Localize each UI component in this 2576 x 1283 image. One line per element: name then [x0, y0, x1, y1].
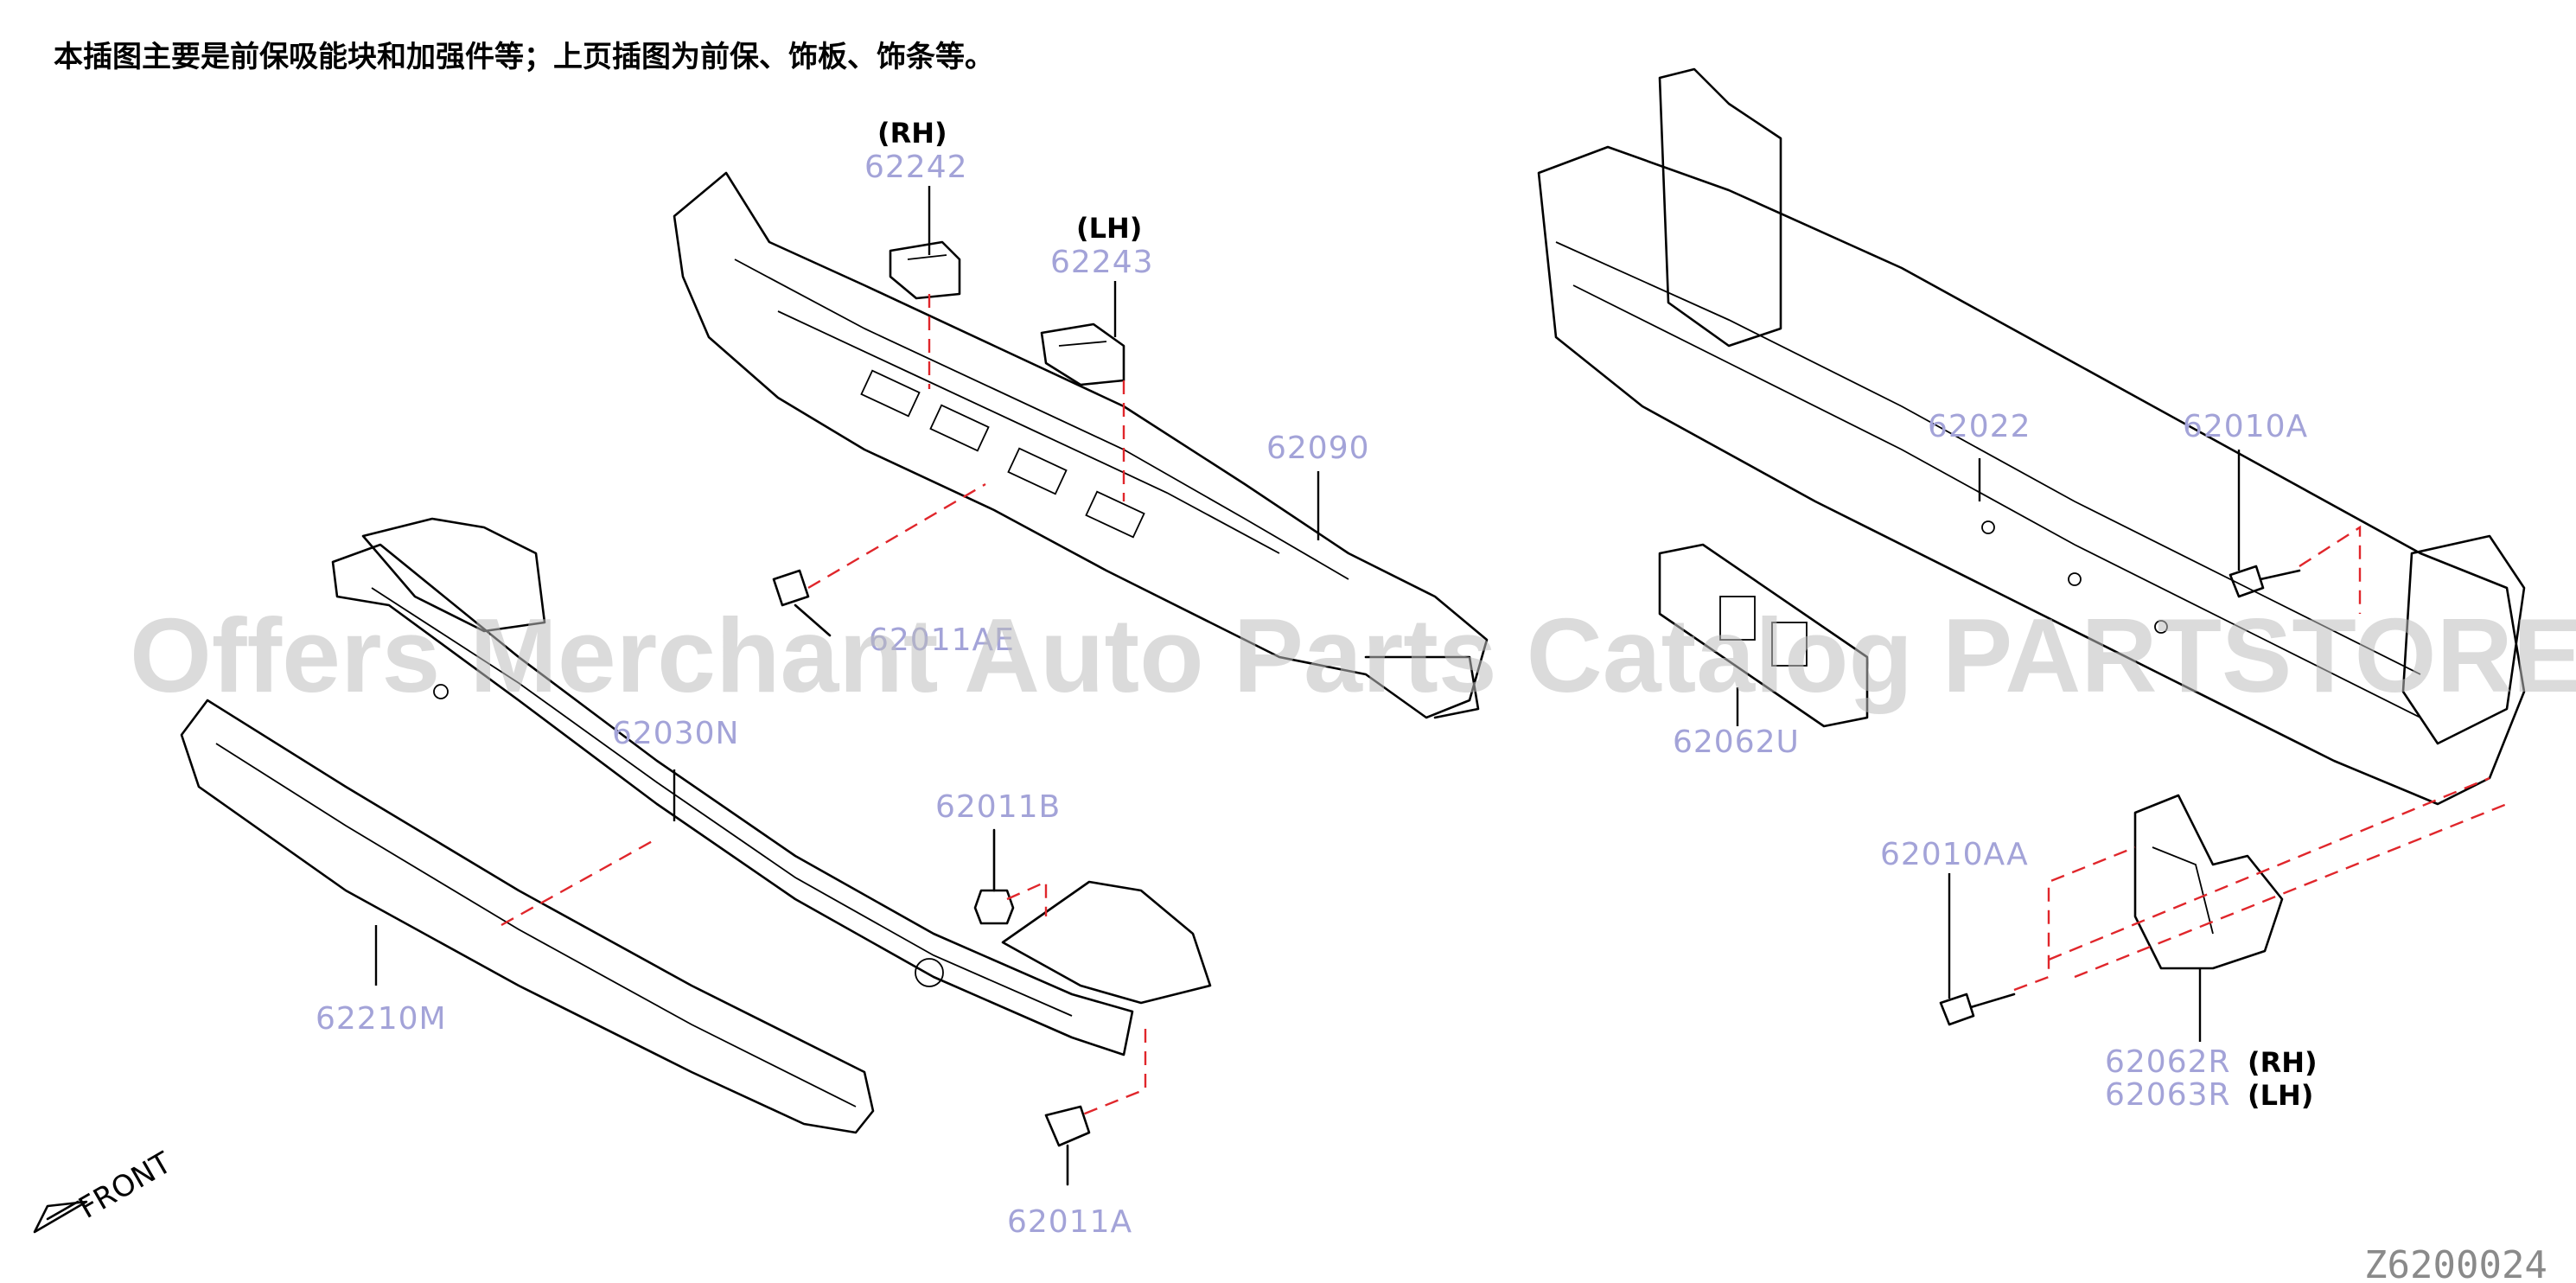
label-62030N[interactable]: 62030N	[612, 716, 739, 751]
bracket-62242[interactable]	[889, 240, 961, 300]
foam-absorber-62210M[interactable]	[180, 699, 875, 1134]
plate-62062U[interactable]	[1658, 543, 1869, 728]
label-62062U[interactable]: 62062U	[1673, 724, 1800, 760]
bolt-62011A[interactable]	[1044, 1105, 1091, 1186]
label-62243[interactable]: 62243	[1050, 245, 1154, 280]
diagram-code: Z6200024	[2364, 1243, 2547, 1283]
energy-absorber-62090[interactable]	[673, 171, 1489, 719]
label-62011AE[interactable]: 62011AE	[869, 622, 1015, 658]
label-62010A[interactable]: 62010A	[2183, 409, 2308, 444]
label-62062R[interactable]: 62062R	[2105, 1044, 2231, 1080]
dashed-guides	[501, 294, 2508, 1117]
front-arrow-icon	[33, 1200, 88, 1234]
label-62063R-side: (LH)	[2248, 1079, 2313, 1112]
label-62090[interactable]: 62090	[1266, 431, 1370, 466]
label-62242[interactable]: 62242	[864, 150, 968, 185]
leader-lines	[374, 186, 2241, 1042]
bolt-62010AA[interactable]	[1939, 993, 2016, 1026]
reinforcement-62022[interactable]	[1537, 67, 2526, 806]
front-label: FRONT	[73, 1146, 178, 1226]
label-62010AA[interactable]: 62010AA	[1880, 837, 2029, 872]
label-62011A[interactable]: 62011A	[1007, 1204, 1132, 1240]
watermark: Offers Merchant Auto Parts Catalog PARTS…	[130, 597, 2576, 714]
bolt-62011AE[interactable]	[772, 569, 832, 637]
bracket-62062R[interactable]	[2133, 794, 2284, 970]
reinforcement-62030N[interactable]	[331, 517, 1212, 1056]
label-62243-side: (LH)	[1076, 212, 1142, 245]
label-62210M[interactable]: 62210M	[316, 1001, 447, 1037]
bolt-62010A[interactable]	[2228, 565, 2301, 598]
label-62063R[interactable]: 62063R	[2105, 1077, 2231, 1113]
label-62242-side: (RH)	[877, 117, 947, 150]
label-62022[interactable]: 62022	[1928, 409, 2031, 444]
label-62062R-side: (RH)	[2248, 1046, 2318, 1079]
bracket-62243[interactable]	[1040, 322, 1125, 386]
diagram-heading: 本插图主要是前保吸能块和加强件等；上页插图为前保、饰板、饰条等。	[54, 40, 994, 74]
nut-62011B[interactable]	[973, 828, 1015, 925]
label-62011B[interactable]: 62011B	[935, 789, 1061, 825]
